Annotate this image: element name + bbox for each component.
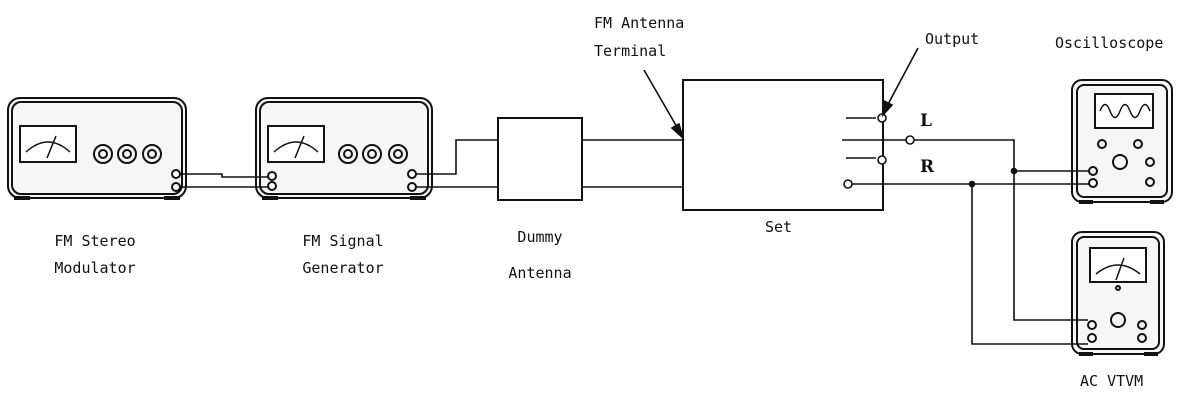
fm-stereo-modulator-label: FM Stereo Modulator: [40, 232, 150, 277]
fm-stereo-modulator-label-line2: Modulator: [54, 259, 136, 277]
fm-signal-generator-device: [255, 97, 433, 200]
fm-antenna-terminal-label-line1: FM Antenna: [594, 14, 685, 32]
right-channel-label: R: [920, 157, 935, 177]
dummy-antenna-label-line2: Antenna: [508, 264, 572, 282]
dummy-antenna-label-line1: Dummy: [517, 228, 563, 246]
fm-stereo-modulator-label-line1: FM Stereo: [54, 232, 136, 250]
set-label: Set: [765, 218, 793, 236]
output-label: Output: [925, 30, 980, 48]
dummy-antenna-label: Dummy Antenna: [492, 228, 588, 282]
fm-signal-generator-label-line2: Generator: [302, 259, 384, 277]
oscilloscope-device: [1071, 79, 1173, 204]
set-box: [682, 79, 884, 211]
dummy-antenna-box: [497, 117, 583, 201]
fm-stereo-modulator-device: [7, 97, 187, 200]
fm-antenna-terminal-label-line2: Terminal: [594, 42, 667, 60]
left-channel-label: L: [920, 111, 932, 131]
oscilloscope-label: Oscilloscope: [1055, 34, 1164, 52]
fm-signal-generator-label: FM Signal Generator: [288, 232, 398, 277]
ac-vtvm-device: [1071, 231, 1165, 356]
fm-antenna-terminal-label: FM Antenna Terminal: [594, 14, 684, 60]
fm-signal-generator-label-line1: FM Signal: [302, 232, 384, 250]
connection-wires: [180, 47, 1089, 345]
ac-vtvm-label: AC VTVM: [1080, 372, 1144, 390]
